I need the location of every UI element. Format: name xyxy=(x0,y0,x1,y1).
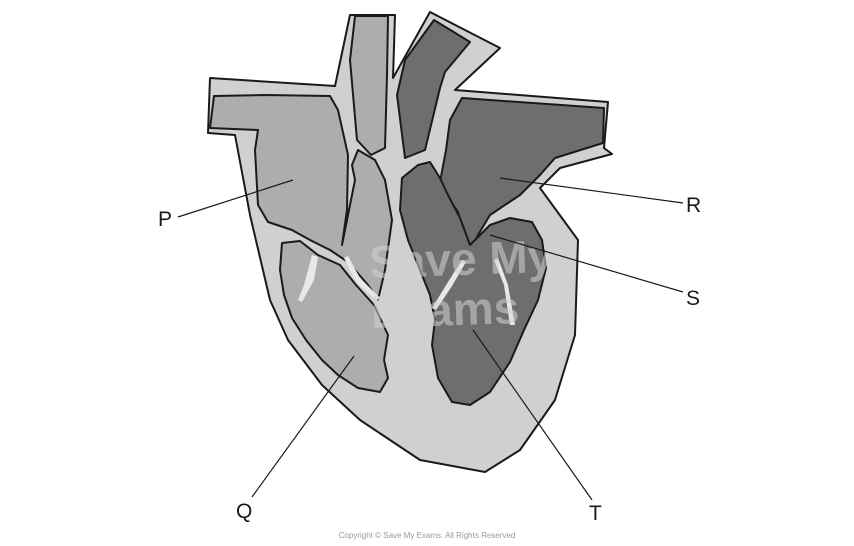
tricuspid-valve-left xyxy=(298,255,318,302)
pulmonary-artery xyxy=(349,15,389,156)
leader-line-p xyxy=(177,179,294,218)
leader-line-q xyxy=(251,355,355,498)
label-p: P xyxy=(158,208,172,231)
bicuspid-valve-left xyxy=(432,260,466,310)
label-t: T xyxy=(589,502,602,525)
watermark-line1: Save My xyxy=(368,230,554,288)
left-atrium xyxy=(439,97,605,256)
watermark-line2: Exams xyxy=(370,281,520,338)
leader-line-t xyxy=(472,329,593,501)
aorta xyxy=(396,19,471,159)
watermark: Save My Exams xyxy=(368,230,554,338)
label-r: R xyxy=(686,194,701,217)
leader-line-s xyxy=(489,234,684,293)
right-atrium xyxy=(209,94,393,301)
label-s: S xyxy=(686,287,700,310)
copyright-text: Copyright © Save My Exams. All Rights Re… xyxy=(339,531,516,540)
tricuspid-valve-right xyxy=(344,256,380,300)
label-q: Q xyxy=(236,500,252,523)
leader-line-r xyxy=(499,177,684,204)
left-ventricle xyxy=(399,161,547,406)
bicuspid-valve-right xyxy=(494,258,515,325)
